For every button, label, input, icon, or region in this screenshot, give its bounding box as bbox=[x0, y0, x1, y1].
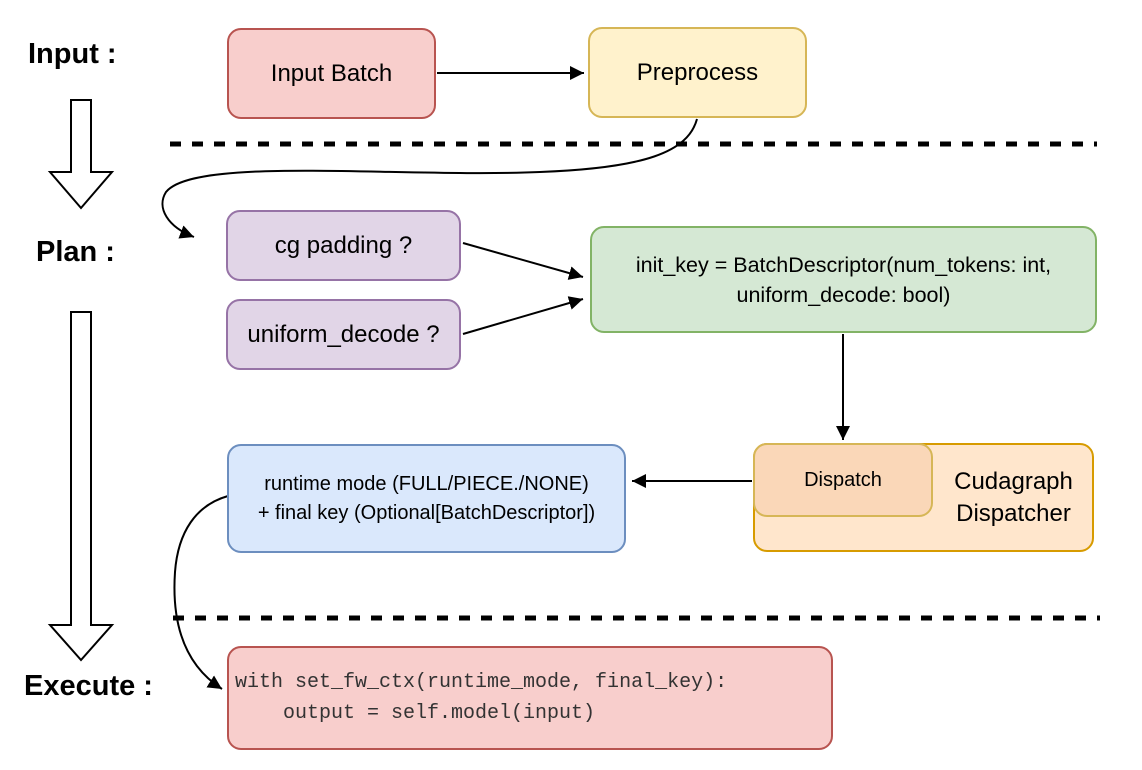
execute-code-line1: with set_fw_ctx(runtime_mode, final_key)… bbox=[235, 671, 728, 694]
node-runtime-mode-line1: runtime mode (FULL/PIECE./NONE) bbox=[264, 472, 589, 495]
node-preprocess-label: Preprocess bbox=[636, 58, 759, 86]
node-uniform-decode-label: uniform_decode ? bbox=[247, 320, 440, 348]
cudagraph-label-line1: Cudagraph bbox=[954, 467, 1073, 495]
node-dispatch: Dispatch bbox=[753, 443, 933, 517]
arrow-runtime-mode-to-execute-code bbox=[173, 495, 229, 690]
node-cg-padding-label: cg padding ? bbox=[274, 231, 413, 259]
node-init-key-line1: init_key = BatchDescriptor(num_tokens: i… bbox=[635, 252, 1052, 277]
node-runtime-mode: runtime mode (FULL/PIECE./NONE) + final … bbox=[227, 444, 626, 553]
node-cg-padding: cg padding ? bbox=[226, 210, 461, 281]
node-preprocess: Preprocess bbox=[588, 27, 807, 118]
node-init-key-line2: uniform_decode: bool) bbox=[736, 282, 951, 307]
node-input-batch-label: Input Batch bbox=[270, 59, 393, 87]
phase-label-execute: Execute : bbox=[24, 670, 153, 702]
phase-label-input: Input : bbox=[28, 38, 117, 70]
node-execute-code: with set_fw_ctx(runtime_mode, final_key)… bbox=[227, 646, 833, 750]
phase-label-plan: Plan : bbox=[36, 236, 115, 268]
arrow-cg-padding-to-init-key bbox=[462, 242, 584, 280]
node-input-batch: Input Batch bbox=[227, 28, 436, 119]
node-cudagraph-dispatcher-label: Cudagraph Dispatcher bbox=[933, 443, 1094, 552]
node-dispatch-label: Dispatch bbox=[804, 468, 882, 491]
cudagraph-label-line2: Dispatcher bbox=[956, 499, 1071, 527]
execute-code-line2: output = self.model(input) bbox=[235, 702, 596, 725]
arrow-uniform-decode-to-init-key bbox=[462, 296, 584, 335]
node-runtime-mode-line2: + final key (Optional[BatchDescriptor]) bbox=[257, 501, 596, 524]
phase-arrow-plan-to-execute bbox=[47, 311, 115, 662]
phase-arrow-input-to-plan bbox=[47, 99, 115, 210]
node-init-key: init_key = BatchDescriptor(num_tokens: i… bbox=[590, 226, 1097, 333]
node-uniform-decode: uniform_decode ? bbox=[226, 299, 461, 370]
